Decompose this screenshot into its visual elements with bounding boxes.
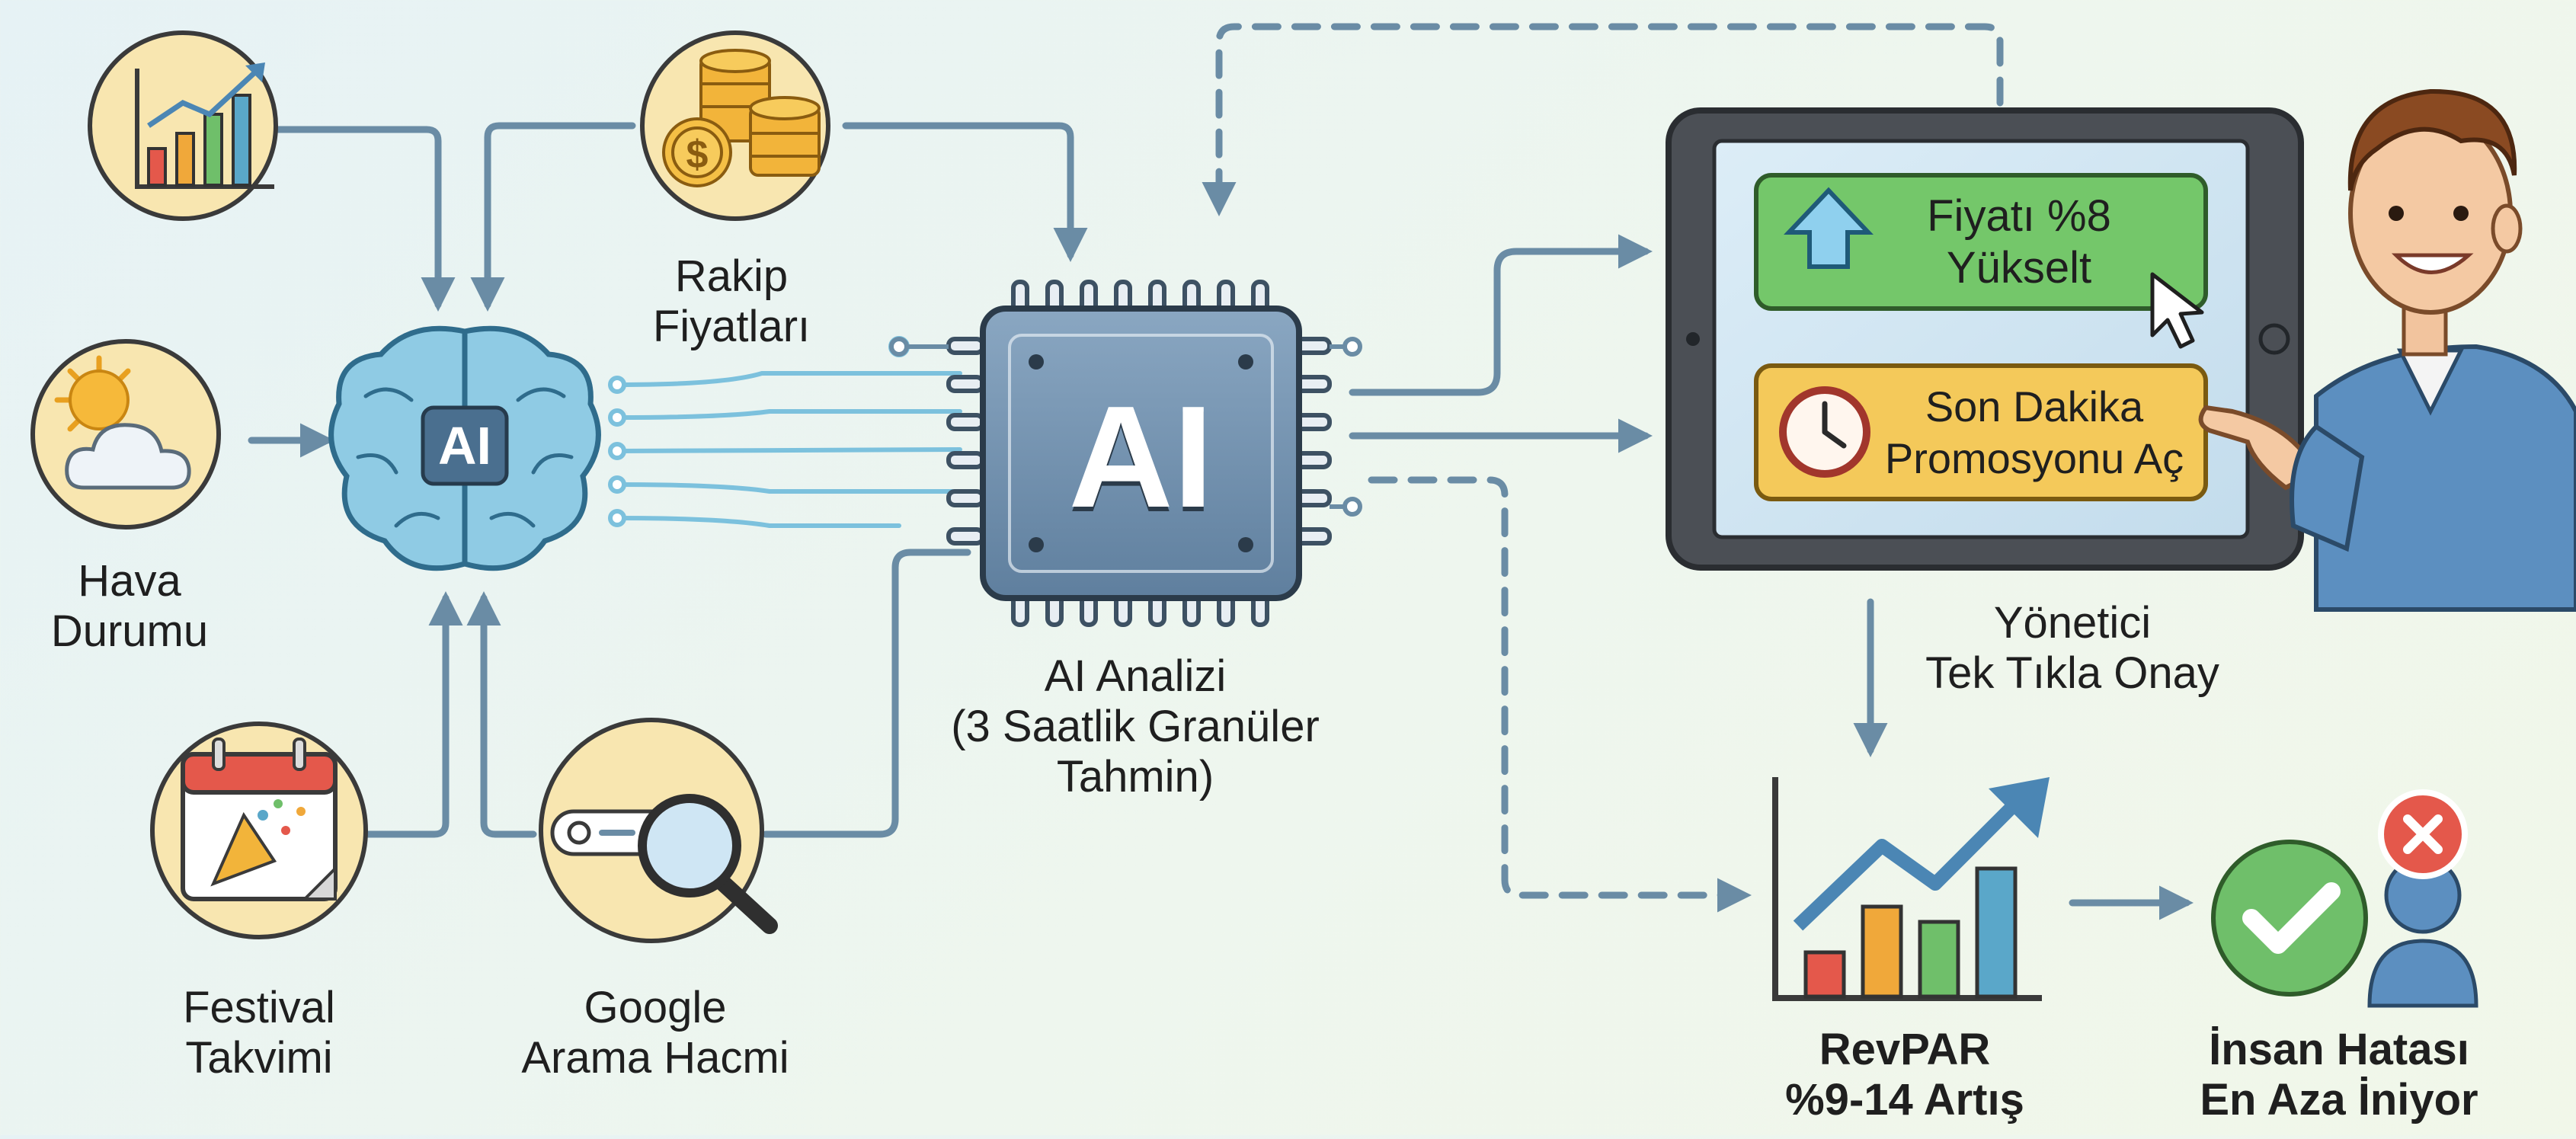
manager-approval-label: Yönetici Tek Tıkla Onay: [1925, 598, 2219, 698]
google-search-node: [539, 718, 778, 943]
cursor-icon: [2150, 272, 2204, 349]
arrow-google-to-brain: [466, 591, 537, 838]
neural-link-lines: [615, 371, 962, 528]
last-minute-promo-button[interactable]: [1754, 363, 2208, 501]
last-minute-promo-label: Son Dakika Promosyonu Aç: [1884, 382, 2184, 482]
up-arrow-icon: [1784, 187, 1874, 269]
festival-calendar-label: Festival Takvimi: [183, 983, 335, 1083]
sun-cloud-icon: [54, 355, 191, 490]
x-icon: [2403, 814, 2443, 854]
magnifier-search-icon: [550, 794, 778, 934]
competitor-prices-label: Rakip Fiyatları: [652, 251, 811, 351]
arrow-festival-to-brain: [354, 591, 463, 838]
clock-icon: [1779, 386, 1870, 478]
human-error-icon: [2211, 789, 2478, 1008]
human-error-result-label: İnsan Hatası En Aza İniyor: [2200, 1025, 2478, 1125]
arrow-chip-to-raise-price: [1349, 234, 1653, 396]
manager-person: [2198, 88, 2576, 612]
line-google-to-chip: [762, 549, 971, 838]
dashed-feedback-tablet-to-chip: [1202, 23, 2004, 216]
ai-chip: [889, 280, 1362, 627]
raise-price-label: Fiyatı %8 Yükselt: [1927, 191, 2111, 293]
connector-lines: [190, 122, 2194, 920]
check-icon: [2242, 882, 2341, 954]
arrow-trends-to-brain: [190, 126, 456, 312]
revpar-growth-icon: [1772, 777, 2050, 1001]
brain-ai-badge: AI: [438, 416, 491, 475]
chip-ai-badge: AI: [1068, 376, 1214, 538]
bar-chart-trend-icon: [135, 62, 274, 189]
arrow-competitor-to-brain: [470, 122, 636, 312]
weather-label: Hava Durumu: [50, 556, 209, 656]
dollar-icon: $: [686, 133, 709, 177]
ai-analysis-label: AI Analizi (3 Saatlik Granüler Tahmin): [951, 651, 1320, 801]
arrow-competitor-to-chip: [842, 122, 1088, 262]
festival-calendar-node: [150, 721, 368, 939]
weather-node: [30, 339, 221, 530]
coins-icon: [662, 49, 821, 187]
market-trends-node: [88, 30, 278, 221]
tablet: [1666, 107, 2304, 571]
revpar-result-label: RevPAR %9-14 Artış: [1785, 1025, 2024, 1125]
dashed-chip-to-revpar: [1368, 476, 1752, 913]
dashed-connectors: [1202, 23, 2004, 913]
raise-price-button[interactable]: [1754, 173, 2208, 311]
neural-link-nodes: [608, 336, 910, 527]
google-search-volume-label: Google Arama Hacmi: [521, 983, 789, 1083]
competitor-prices-node: $: [640, 30, 830, 221]
ai-brain: [328, 325, 601, 571]
calendar-icon: [181, 737, 338, 901]
